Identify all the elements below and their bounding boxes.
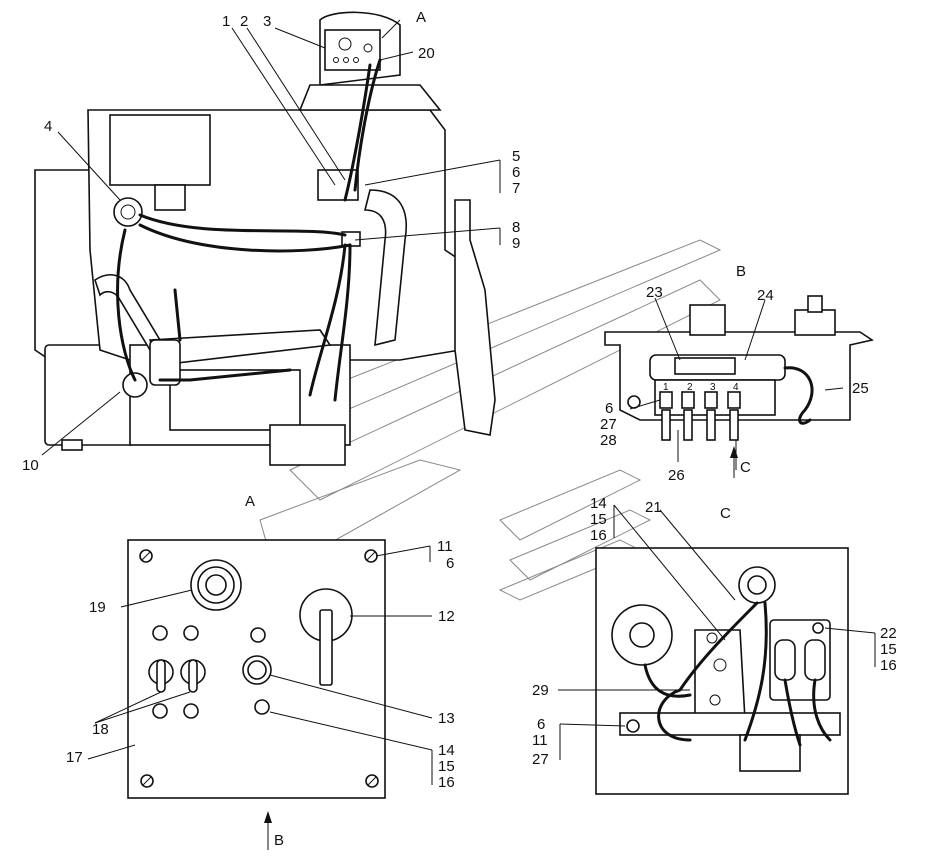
callout-c11: 11: [532, 732, 548, 749]
callout-a19: 19: [89, 599, 106, 616]
callout-23: 23: [646, 284, 663, 301]
callout-20: 20: [418, 45, 435, 62]
callout-c16b: 16: [880, 657, 897, 674]
view-a-leaders: [87, 545, 433, 785]
callout-9: 9: [512, 235, 520, 252]
callout-a13: 13: [438, 710, 455, 727]
engine-assembly: [34, 11, 496, 466]
callout-c15: 15: [590, 511, 607, 528]
callout-a16: 16: [438, 774, 455, 791]
main-view-leaders: [41, 19, 501, 456]
callout-c14: 14: [590, 495, 607, 512]
view-c-arrow: [730, 446, 738, 478]
callout-c22: 22: [880, 625, 897, 642]
view-c-leaders: [558, 504, 876, 760]
callout-24: 24: [757, 287, 774, 304]
callout-2: 2: [240, 13, 248, 30]
callout-7: 7: [512, 180, 520, 197]
terminal-label-4: 4: [733, 382, 739, 393]
engine-wiring: [116, 58, 382, 402]
view-label-c: C: [720, 505, 731, 522]
view-b-arrow: [264, 811, 272, 850]
view-a-panel: [127, 539, 386, 799]
arrow-label-b: B: [274, 832, 284, 849]
callout-1: 1: [222, 13, 230, 30]
callout-3: 3: [263, 13, 271, 30]
arrow-label-c: C: [740, 459, 751, 476]
view-c-panel: [595, 547, 849, 795]
callout-a18: 18: [92, 721, 109, 738]
view-label-b: B: [736, 263, 746, 280]
callout-a11: 11: [437, 538, 453, 555]
callout-6: 6: [512, 164, 520, 181]
callout-a14: 14: [438, 742, 455, 759]
terminal-label-2: 2: [687, 382, 693, 393]
view-label-a-top: A: [416, 9, 426, 26]
callout-c15b: 15: [880, 641, 897, 658]
terminal-label-1: 1: [663, 382, 669, 393]
callout-4: 4: [44, 118, 52, 135]
callout-8: 8: [512, 219, 520, 236]
callout-b6: 6: [605, 400, 613, 417]
callout-c29: 29: [532, 682, 549, 699]
terminal-label-3: 3: [710, 382, 716, 393]
callout-25: 25: [852, 380, 869, 397]
callout-c16: 16: [590, 527, 607, 544]
callout-c27: 27: [532, 751, 549, 768]
callout-a15: 15: [438, 758, 455, 775]
view-b-terminal-block: [604, 295, 874, 441]
view-label-a: A: [245, 493, 255, 510]
callout-c21: 21: [645, 499, 662, 516]
callout-c6: 6: [537, 716, 545, 733]
callout-5: 5: [512, 148, 520, 165]
callout-b28: 28: [600, 432, 617, 449]
callout-a6: 6: [446, 555, 454, 572]
callout-10: 10: [22, 457, 39, 474]
callout-a17: 17: [66, 749, 83, 766]
callout-b27: 27: [600, 416, 617, 433]
callout-a12: 12: [438, 608, 455, 625]
callout-26: 26: [668, 467, 685, 484]
